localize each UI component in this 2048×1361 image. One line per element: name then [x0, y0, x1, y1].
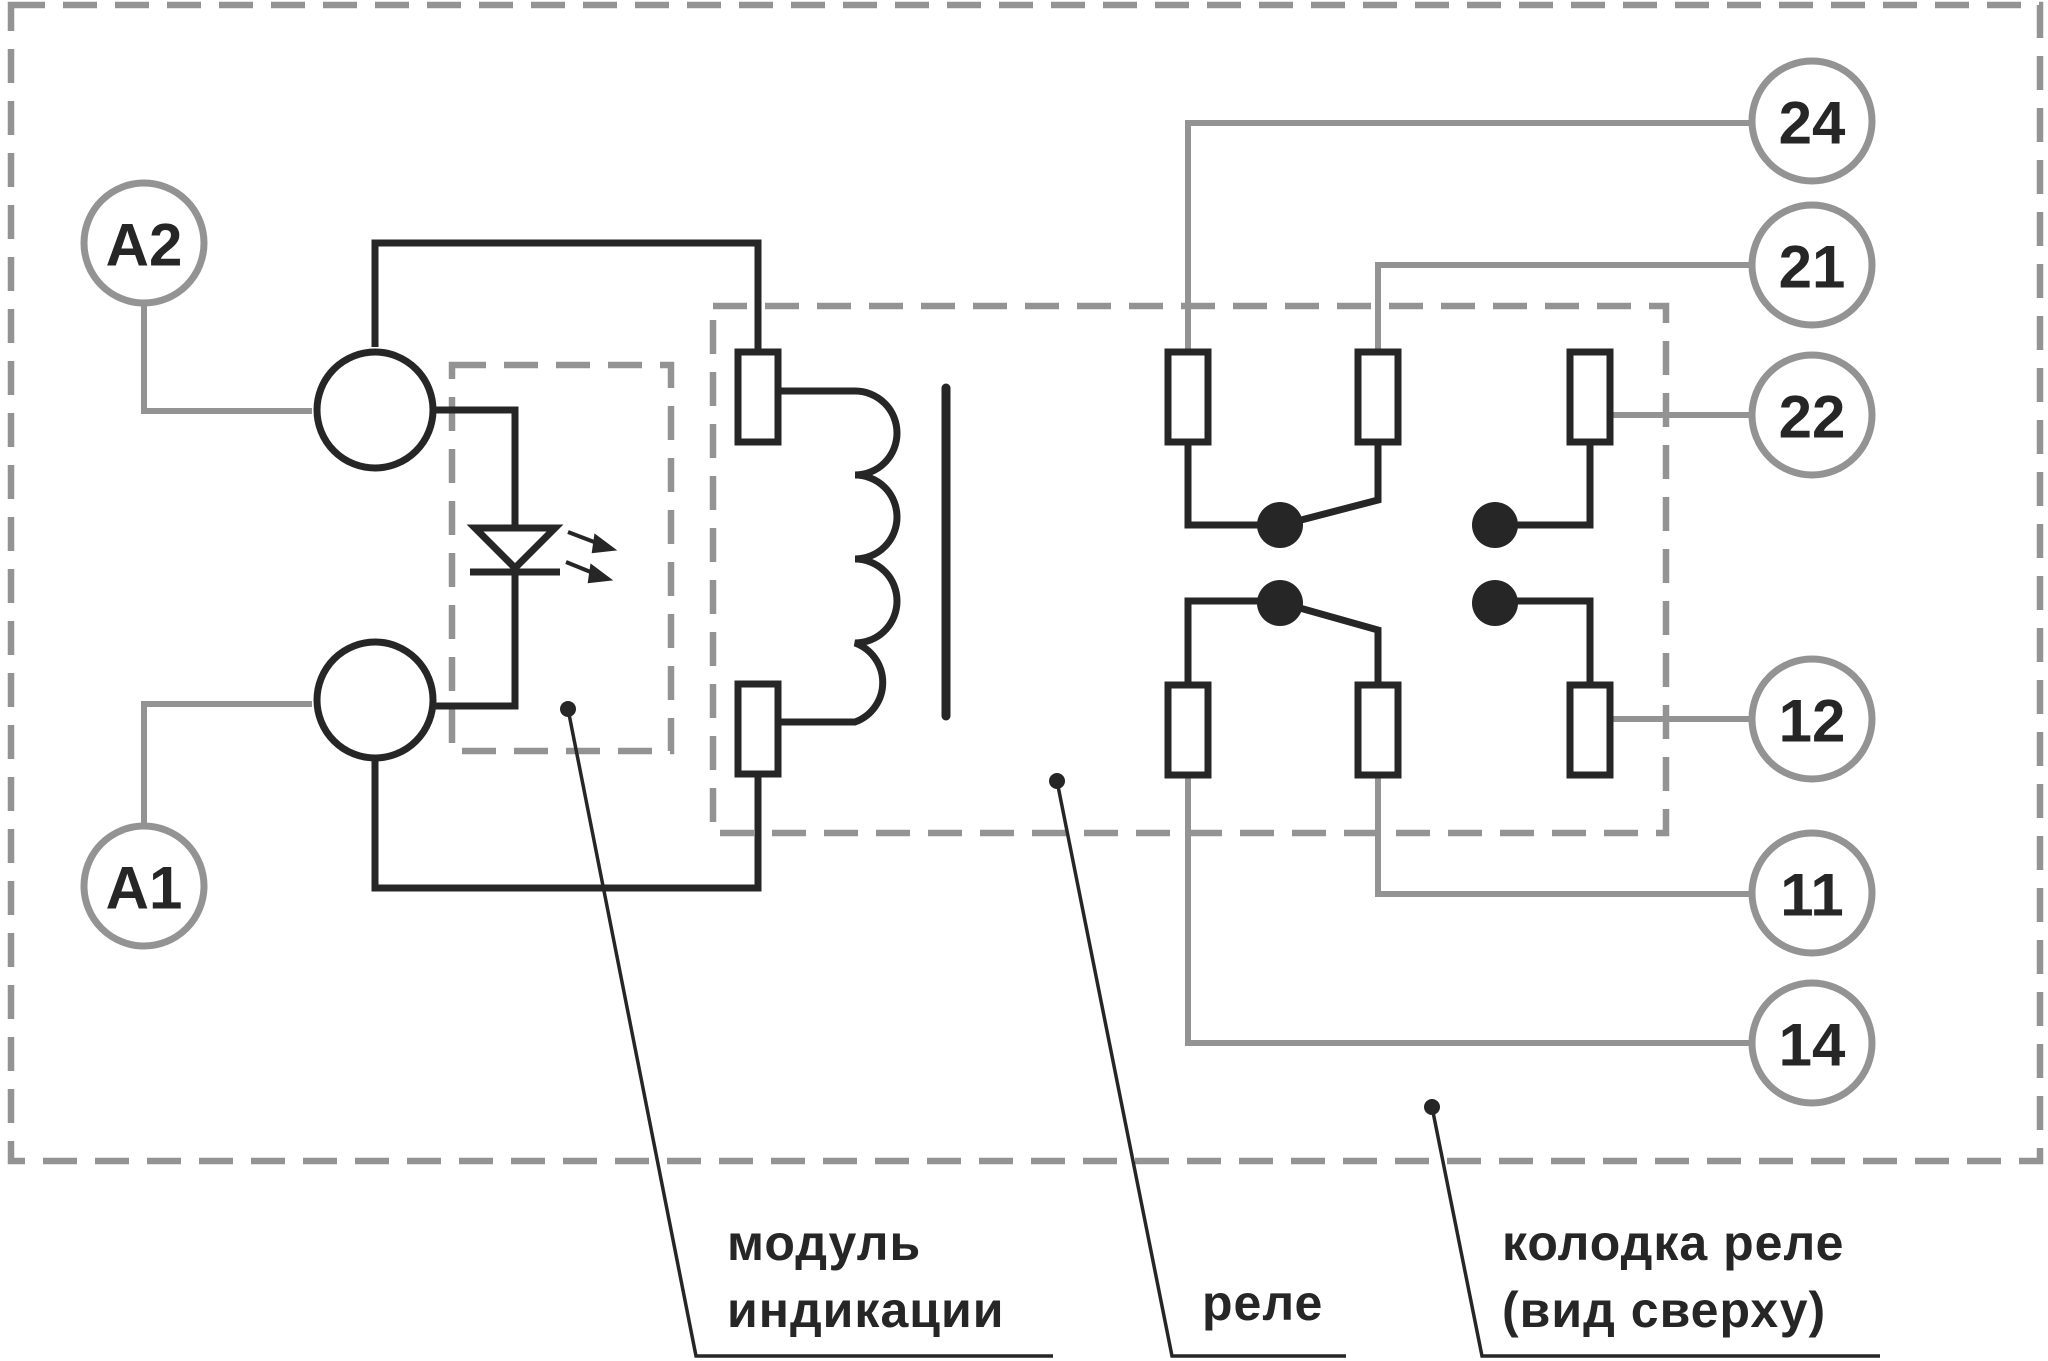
label-socket-line1: колодка реле — [1502, 1215, 1844, 1271]
terminal-14-label: 14 — [1779, 1012, 1846, 1079]
contact-wire-22 — [1495, 442, 1594, 529]
terminal-14: 14 — [1748, 979, 1876, 1107]
callout-relay — [1049, 773, 1346, 1358]
terminal-a2: A2 — [80, 179, 208, 307]
contact-pin-21 — [1354, 348, 1402, 446]
coil-pin-top — [734, 348, 782, 446]
callout-socket — [1424, 1099, 1880, 1358]
wire-24 — [1185, 120, 1755, 352]
led-wire-bottom — [433, 572, 519, 710]
terminal-24: 24 — [1748, 57, 1876, 185]
contact-point-12 — [1472, 580, 1518, 626]
socket-boundary — [7, 1, 2044, 1165]
led-emission-arrows-icon — [565, 530, 618, 584]
terminal-21-label: 21 — [1779, 234, 1846, 301]
wire-top-loop — [371, 239, 762, 352]
terminal-a1: A1 — [80, 822, 208, 950]
wire-a2 — [141, 300, 312, 414]
terminal-24-label: 24 — [1779, 90, 1846, 157]
contact-pin-22 — [1566, 348, 1614, 446]
terminal-a1-label: A1 — [106, 855, 183, 922]
label-relay: реле — [1202, 1275, 1323, 1331]
contact-wire-12 — [1495, 597, 1594, 685]
led-wire-top — [433, 406, 519, 530]
wire-21 — [1375, 262, 1750, 352]
module-connector-bottom — [313, 638, 437, 762]
coil-pin-bottom — [734, 680, 782, 778]
terminal-21: 21 — [1748, 201, 1876, 329]
label-socket-line2: (вид сверху) — [1502, 1282, 1826, 1338]
contact-switch-11 — [1281, 599, 1382, 685]
terminal-22-label: 22 — [1779, 384, 1846, 451]
terminal-12: 12 — [1748, 655, 1876, 783]
terminal-a2-label: A2 — [106, 212, 183, 279]
terminal-22: 22 — [1748, 351, 1876, 479]
label-indication-module-line1: модуль — [727, 1215, 921, 1271]
contact-pin-14 — [1164, 681, 1212, 779]
contact-switch-21 — [1281, 442, 1382, 529]
contact-wire-24 — [1184, 442, 1280, 529]
label-indication-module-line2: индикации — [727, 1282, 1004, 1338]
relay-coil-icon — [778, 387, 901, 726]
contact-point-22 — [1472, 502, 1518, 548]
indication-module-boundary — [448, 361, 675, 755]
terminal-12-label: 12 — [1779, 688, 1846, 755]
contact-pin-11 — [1354, 681, 1402, 779]
terminal-11: 11 — [1748, 829, 1876, 957]
contact-pin-24 — [1164, 348, 1212, 446]
contact-point-24 — [1257, 502, 1303, 548]
wire-a1 — [141, 701, 312, 825]
callout-indication-module — [560, 701, 1053, 1358]
wire-11 — [1375, 775, 1750, 897]
contact-pin-12 — [1566, 681, 1614, 779]
module-connector-top — [313, 348, 437, 472]
wire-bottom-loop — [371, 758, 762, 892]
wire-14 — [1185, 775, 1755, 1046]
contact-point-14 — [1257, 580, 1303, 626]
terminal-11-label: 11 — [1780, 862, 1843, 929]
led-diode-icon — [466, 524, 564, 573]
contact-wire-14 — [1184, 597, 1280, 685]
